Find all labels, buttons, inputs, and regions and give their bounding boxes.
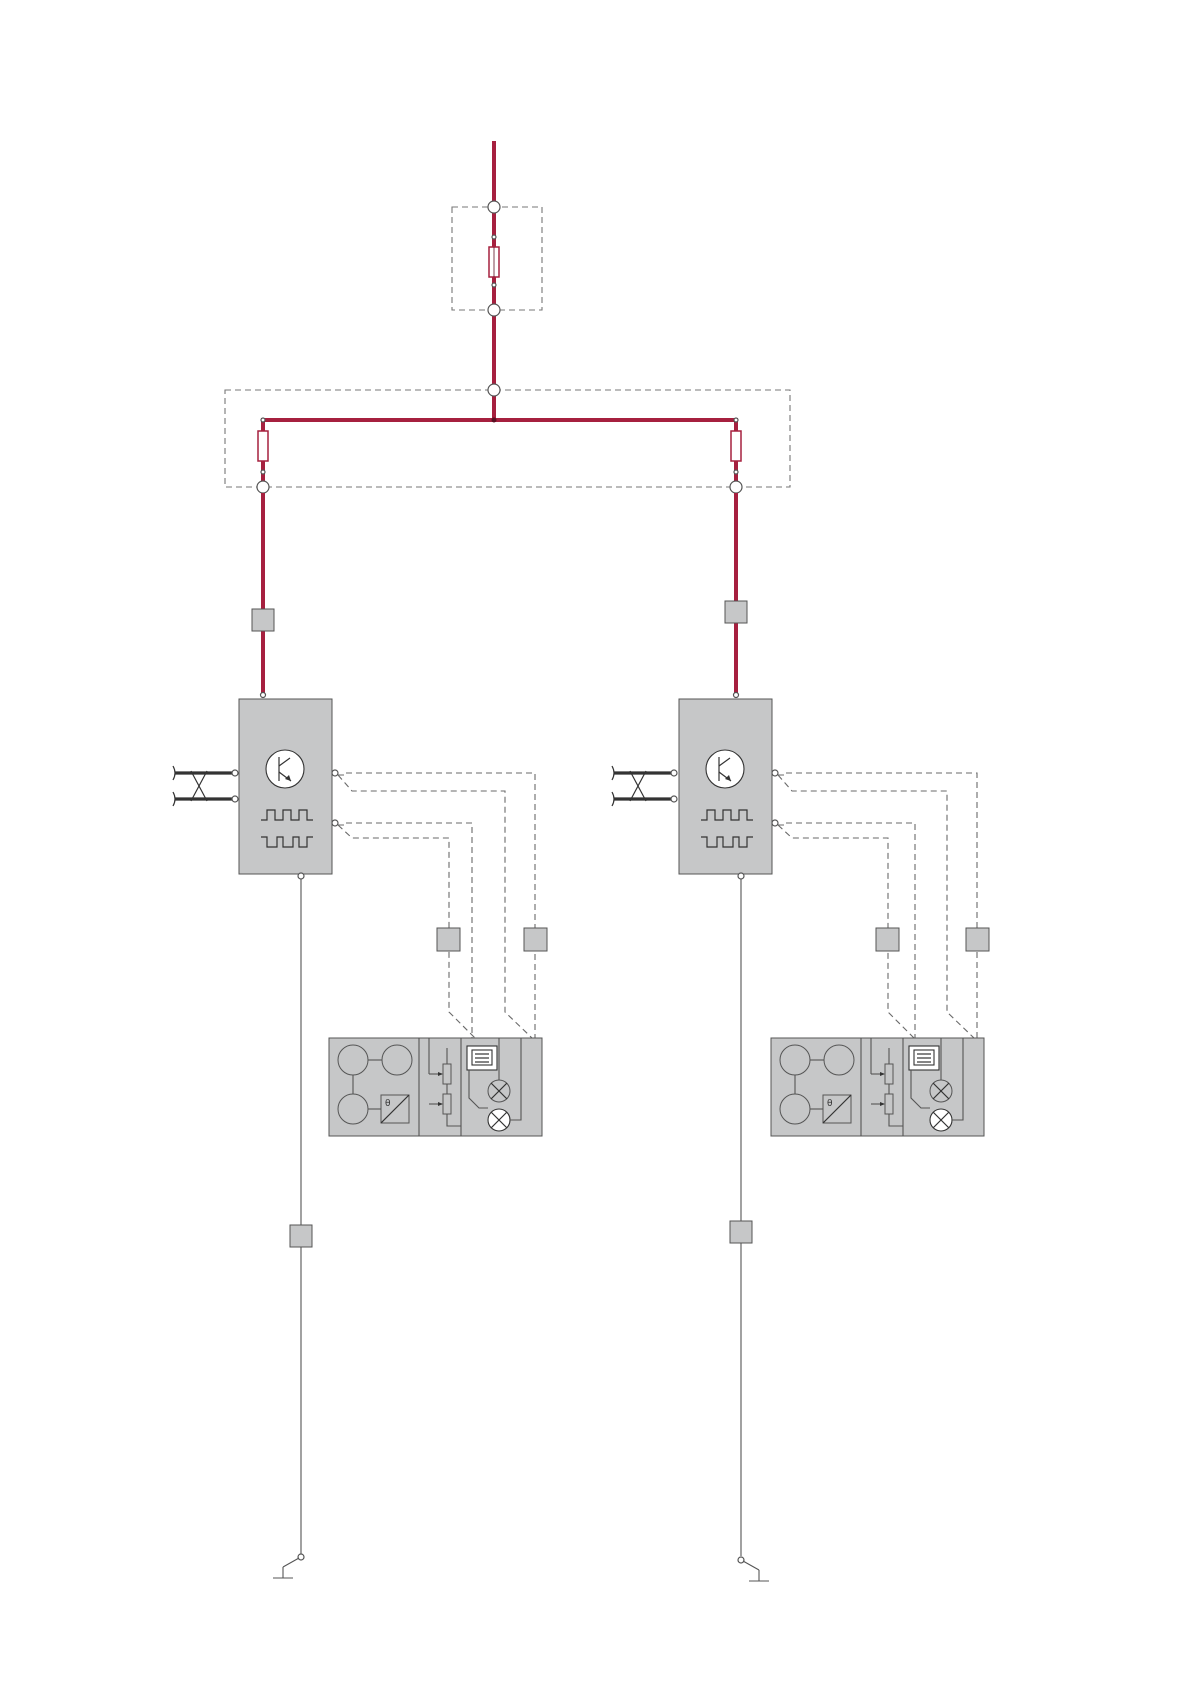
- chassis-ground-icon: [738, 1557, 769, 1581]
- control-module-right: [679, 699, 772, 874]
- fuse-right-icon: [731, 431, 741, 461]
- signal-connector-left-b: [524, 928, 547, 951]
- power-connector-right: [725, 601, 747, 623]
- signal-connector-right-a: [876, 928, 899, 951]
- main-fuse-box: [452, 201, 542, 316]
- fuse-box-terminal-bottom: [488, 304, 500, 316]
- power-connector-left: [252, 609, 274, 631]
- instrument-cluster-left: [329, 1038, 542, 1136]
- fuse-box-terminal-top: [488, 201, 500, 213]
- signal-connector-right-b: [966, 928, 989, 951]
- signal-connector-left-a: [437, 928, 460, 951]
- data-bus-left: [173, 766, 238, 806]
- channel-left: [173, 493, 547, 1578]
- fuse-left-icon: [258, 431, 268, 461]
- ground-connector-left: [290, 1225, 312, 1247]
- distribution-box-output-right: [730, 481, 742, 493]
- distribution-box: [225, 384, 790, 493]
- channel-right: [612, 493, 989, 1581]
- distribution-box-input: [488, 384, 500, 396]
- data-bus-right: [612, 766, 677, 806]
- control-module-left: [239, 699, 332, 874]
- instrument-cluster-right: [771, 1038, 984, 1136]
- ground-connector-right: [730, 1221, 752, 1243]
- chassis-ground-icon: [273, 1554, 304, 1578]
- distribution-box-output-left: [257, 481, 269, 493]
